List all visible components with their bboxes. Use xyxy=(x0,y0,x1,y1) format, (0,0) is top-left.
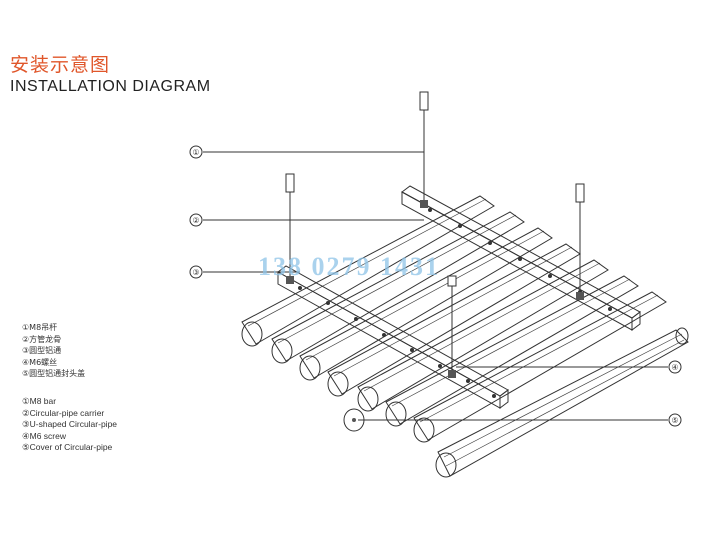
hanger-rod xyxy=(285,173,295,284)
pipe xyxy=(413,291,667,443)
pipe xyxy=(299,227,553,381)
carrier-front xyxy=(277,265,509,409)
legend-en-item-5: ⑤Cover of Circular-pipe xyxy=(22,442,113,452)
callout-3: ③ xyxy=(192,268,199,277)
legend-cn-item-4: ④M6螺丝 xyxy=(22,357,58,367)
legend-en-item-2: ②Circular-pipe carrier xyxy=(22,407,105,418)
legend-cn-item-5: ⑤圆型铝通封头盖 xyxy=(22,369,86,378)
callout-4: ④ xyxy=(671,363,678,372)
hanger-rods xyxy=(285,91,585,378)
legend-cn-item-3: ③圆型铝通 xyxy=(22,346,62,355)
title-chinese: 安装示意图 xyxy=(10,54,111,76)
callout-2: ② xyxy=(192,216,199,225)
pipe xyxy=(357,259,609,412)
pipe xyxy=(241,195,495,347)
title-english: INSTALLATION DIAGRAM xyxy=(10,78,211,95)
hanger-rod xyxy=(447,275,457,378)
legend-en-item-1: ①M8 bar xyxy=(22,396,57,406)
pipe xyxy=(271,211,525,364)
legend-english: ①M8 bar ②Circular-pipe carrier ③U-shaped… xyxy=(22,396,117,454)
pipe-detached xyxy=(435,327,689,478)
callout-circles xyxy=(189,145,682,427)
legend-cn-item-1: ①M8吊杆 xyxy=(22,323,58,332)
phone-watermark: 138 0279 1431 xyxy=(258,252,440,281)
pipe xyxy=(385,275,639,427)
hanger-rod xyxy=(419,91,429,208)
callout-labels: ① ② ③ ④ ⑤ xyxy=(192,148,678,425)
callout-leaders xyxy=(203,151,668,421)
legend-en-item-4: ④M6 screw xyxy=(22,430,66,441)
legend-cn-item-2: ②方管龙骨 xyxy=(22,334,62,344)
callout-5: ⑤ xyxy=(671,416,678,425)
legend-en-item-3: ③U-shaped Circular-pipe xyxy=(22,419,118,429)
hanger-rod xyxy=(575,183,585,300)
carriers xyxy=(277,185,641,409)
callout-1: ① xyxy=(192,148,199,157)
legend-chinese: ①M8吊杆 ②方管龙骨 ③圆型铝通 ④M6螺丝 ⑤圆型铝通封头盖 xyxy=(22,322,85,380)
